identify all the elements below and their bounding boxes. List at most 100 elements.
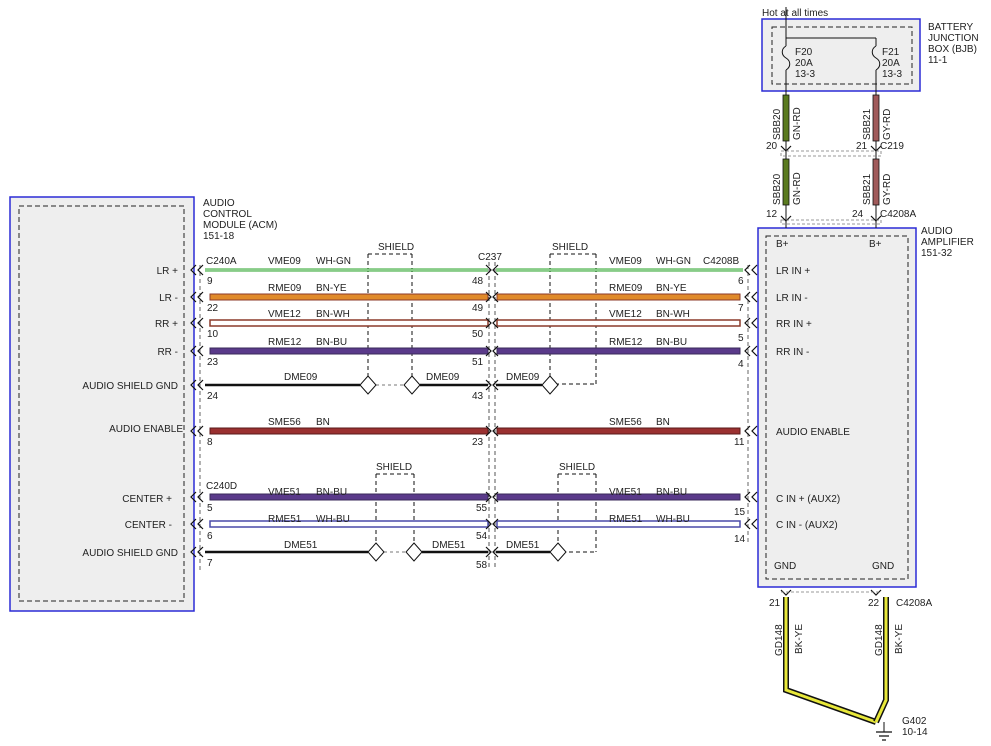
lbl-rme09-r: RME09 (609, 283, 643, 294)
shield-upper-left (367, 253, 413, 384)
wire-gd148-left-fill (784, 597, 877, 724)
wire-rme51 (209, 520, 741, 528)
wire-sme56 (209, 427, 741, 435)
sbb21-color-upper: GY-RD (882, 109, 893, 140)
c219-label: C219 (880, 141, 904, 152)
shield-lower-right (557, 473, 597, 553)
feed-sbb21 (872, 91, 880, 228)
pin-c237-23: 23 (472, 437, 484, 448)
lbl-rme09-l: RME09 (268, 283, 302, 294)
lbl-rme09-rc: BN-YE (656, 283, 687, 294)
fuse-f20-rating: 20A (795, 58, 813, 69)
sbb20-circuit-lower: SBB20 (772, 173, 783, 205)
lbl-dme51-m: DME51 (432, 540, 466, 551)
wire-gd148-right-fill (874, 597, 888, 723)
pin-c237-55: 55 (476, 503, 488, 514)
bjb-title-1: BATTERY (928, 22, 974, 33)
acm-inner-dashed (18, 205, 185, 602)
acm-title-4: 151-18 (203, 231, 235, 242)
shield-drain-diamond-1 (359, 375, 377, 395)
c237-pin-arrows (485, 264, 492, 558)
lbl-rme12-r: RME12 (609, 337, 643, 348)
c219-dashed (780, 150, 882, 157)
shield-drain-diamond-5 (405, 542, 423, 562)
pin-amp-14: 14 (734, 534, 746, 545)
shield-label-ul: SHIELD (378, 242, 414, 253)
pin-amp-6: 6 (738, 276, 744, 287)
lbl-sme56-rc: BN (656, 417, 670, 428)
pin-c237-43: 43 (472, 391, 484, 402)
c240a-label: C240A (206, 256, 237, 267)
gd148-circuit-left: GD148 (774, 624, 785, 656)
pin-acm-22: 22 (207, 303, 219, 314)
shield-drain-diamond-4 (367, 542, 385, 562)
g402-label: G402 (902, 716, 927, 727)
lbl-dme09-r: DME09 (506, 372, 540, 383)
amp-pin-lr-in-minus: LR IN - (776, 293, 808, 304)
pin-c237-54: 54 (476, 531, 488, 542)
sbb21-circuit-upper: SBB21 (862, 108, 873, 140)
pin-c219-20: 20 (766, 141, 778, 152)
lbl-vme51-rc: BN-BU (656, 487, 687, 498)
pin-acm-9: 9 (207, 276, 213, 287)
pin-amp-7: 7 (738, 303, 744, 314)
lbl-vme51-lc: BN-BU (316, 487, 347, 498)
fuse-f21-ref: 13-3 (882, 69, 902, 80)
feed-sbb20 (782, 91, 790, 228)
wire-vme51 (209, 493, 741, 501)
acm-pin-rr-minus: RR - (157, 347, 178, 358)
c4208a-top-dashed (780, 219, 882, 225)
shield-upper-right (549, 253, 597, 385)
acm-pin-shield-gnd-1: AUDIO SHIELD GND (82, 381, 178, 392)
lbl-vme51-l: VME51 (268, 487, 301, 498)
c4208b-label: C4208B (703, 256, 739, 267)
pin-acm-8: 8 (207, 437, 213, 448)
acm-pin-shield-gnd-2: AUDIO SHIELD GND (82, 548, 178, 559)
pin-c4208a-12: 12 (766, 209, 778, 220)
fuse-f20-symbol (781, 45, 791, 71)
c240d-label: C240D (206, 481, 237, 492)
pin-acm-10: 10 (207, 329, 219, 340)
lbl-vme09-lc: WH-GN (316, 256, 351, 267)
pin-amp-5: 5 (738, 333, 744, 344)
amp-pin-arrows-inner (751, 264, 758, 530)
wire-rme12 (209, 347, 741, 355)
g402-ref: 10-14 (902, 727, 928, 738)
acm-title-1: AUDIO (203, 198, 235, 209)
sbb20-color-lower: GN-RD (792, 172, 803, 205)
shield-lower-left (375, 473, 415, 552)
pin-c237-49: 49 (472, 303, 484, 314)
sbb20-circuit-upper: SBB20 (772, 108, 783, 140)
pin-c237-58: 58 (476, 560, 488, 571)
lbl-dme51-l: DME51 (284, 540, 318, 551)
gnd-connector-arrows (780, 589, 882, 596)
c4208a-top-label: C4208A (880, 209, 916, 220)
lbl-dme51-r: DME51 (506, 540, 540, 551)
shield-label-ll: SHIELD (376, 462, 412, 473)
bjb-title-2: JUNCTION (928, 33, 979, 44)
pin-amp-15: 15 (734, 507, 746, 518)
amp-title-2: AMPLIFIER (921, 237, 974, 248)
sbb21-circuit-lower: SBB21 (862, 173, 873, 205)
pin-amp-11: 11 (734, 437, 745, 448)
bjb-box (761, 18, 921, 92)
fuse-f21-name: F21 (882, 47, 900, 58)
lbl-rme12-rc: BN-BU (656, 337, 687, 348)
pin-gnd-22: 22 (868, 598, 880, 609)
amp-pin-c-in-minus: C IN - (AUX2) (776, 520, 838, 531)
lbl-vme09-rc: WH-GN (656, 256, 691, 267)
lbl-dme09-m: DME09 (426, 372, 460, 383)
amp-title-1: AUDIO (921, 226, 953, 237)
fuse-f20-ref: 13-3 (795, 69, 815, 80)
shield-drain-diamond-3 (541, 375, 559, 395)
amp-bplus-1: B+ (776, 239, 789, 250)
amp-pin-rr-in-plus: RR IN + (776, 319, 812, 330)
lbl-sme56-l: SME56 (268, 417, 301, 428)
bjb-title-4: 11-1 (928, 55, 948, 66)
shield-drain-diamond-6 (549, 542, 567, 562)
lbl-rme51-r: RME51 (609, 514, 643, 525)
shield-drain-diamond-2 (403, 375, 421, 395)
lbl-vme09-r: VME09 (609, 256, 642, 267)
shield-label-ur: SHIELD (552, 242, 588, 253)
